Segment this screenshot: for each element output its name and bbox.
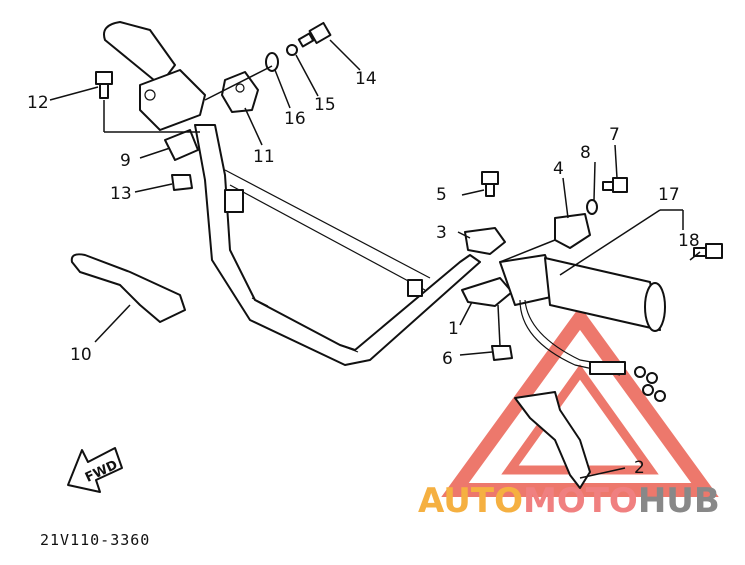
drawing-code: 21V110-3360	[40, 531, 150, 549]
callout-13: 13	[110, 184, 132, 204]
screw-5	[481, 171, 499, 197]
washer-15	[286, 44, 298, 56]
callout-1: 1	[448, 319, 459, 339]
watermark-auto: AUTO	[418, 481, 523, 521]
callout-12: 12	[27, 93, 49, 113]
holder-4	[554, 213, 591, 249]
callout-14: 14	[355, 69, 377, 89]
nut-6	[491, 345, 513, 361]
callout-11: 11	[253, 147, 275, 167]
washer-8	[586, 199, 598, 215]
screw-14	[297, 21, 332, 48]
holder-11	[221, 71, 259, 113]
bolt-12	[95, 71, 113, 99]
wire-harness	[519, 299, 666, 402]
holder-3	[464, 227, 506, 255]
watermark-moto: MOTO	[523, 481, 638, 521]
holder-1	[461, 277, 513, 307]
fwd-arrow: FWD	[67, 447, 123, 493]
lever-10	[70, 253, 186, 323]
callout-7: 7	[609, 125, 620, 145]
bracket-9	[164, 129, 199, 161]
callout-labels: 1 2 3 4 5 6 7 8 9 10 11 12 13 14 15 16 1…	[27, 69, 700, 478]
handlebar	[194, 124, 481, 366]
callout-15: 15	[314, 95, 336, 115]
spacer-16	[265, 52, 279, 72]
callout-10: 10	[70, 345, 92, 365]
watermark-text: AUTOMOTOHUB	[418, 481, 720, 521]
throttle-grip-17	[499, 254, 666, 332]
watermark-hub: HUB	[638, 481, 720, 521]
leader-lines	[49, 39, 701, 479]
callout-5: 5	[436, 185, 447, 205]
callout-2: 2	[634, 458, 645, 478]
callout-8: 8	[580, 143, 591, 163]
screw-7	[602, 177, 628, 193]
callout-9: 9	[120, 151, 131, 171]
callout-4: 4	[553, 159, 564, 179]
lever-2	[514, 391, 591, 489]
callout-16: 16	[284, 109, 306, 129]
callout-18: 18	[678, 231, 700, 251]
callout-6: 6	[442, 349, 453, 369]
left-grip	[103, 21, 206, 131]
callout-17: 17	[658, 185, 680, 205]
nut-13	[171, 174, 193, 191]
callout-3: 3	[436, 223, 447, 243]
